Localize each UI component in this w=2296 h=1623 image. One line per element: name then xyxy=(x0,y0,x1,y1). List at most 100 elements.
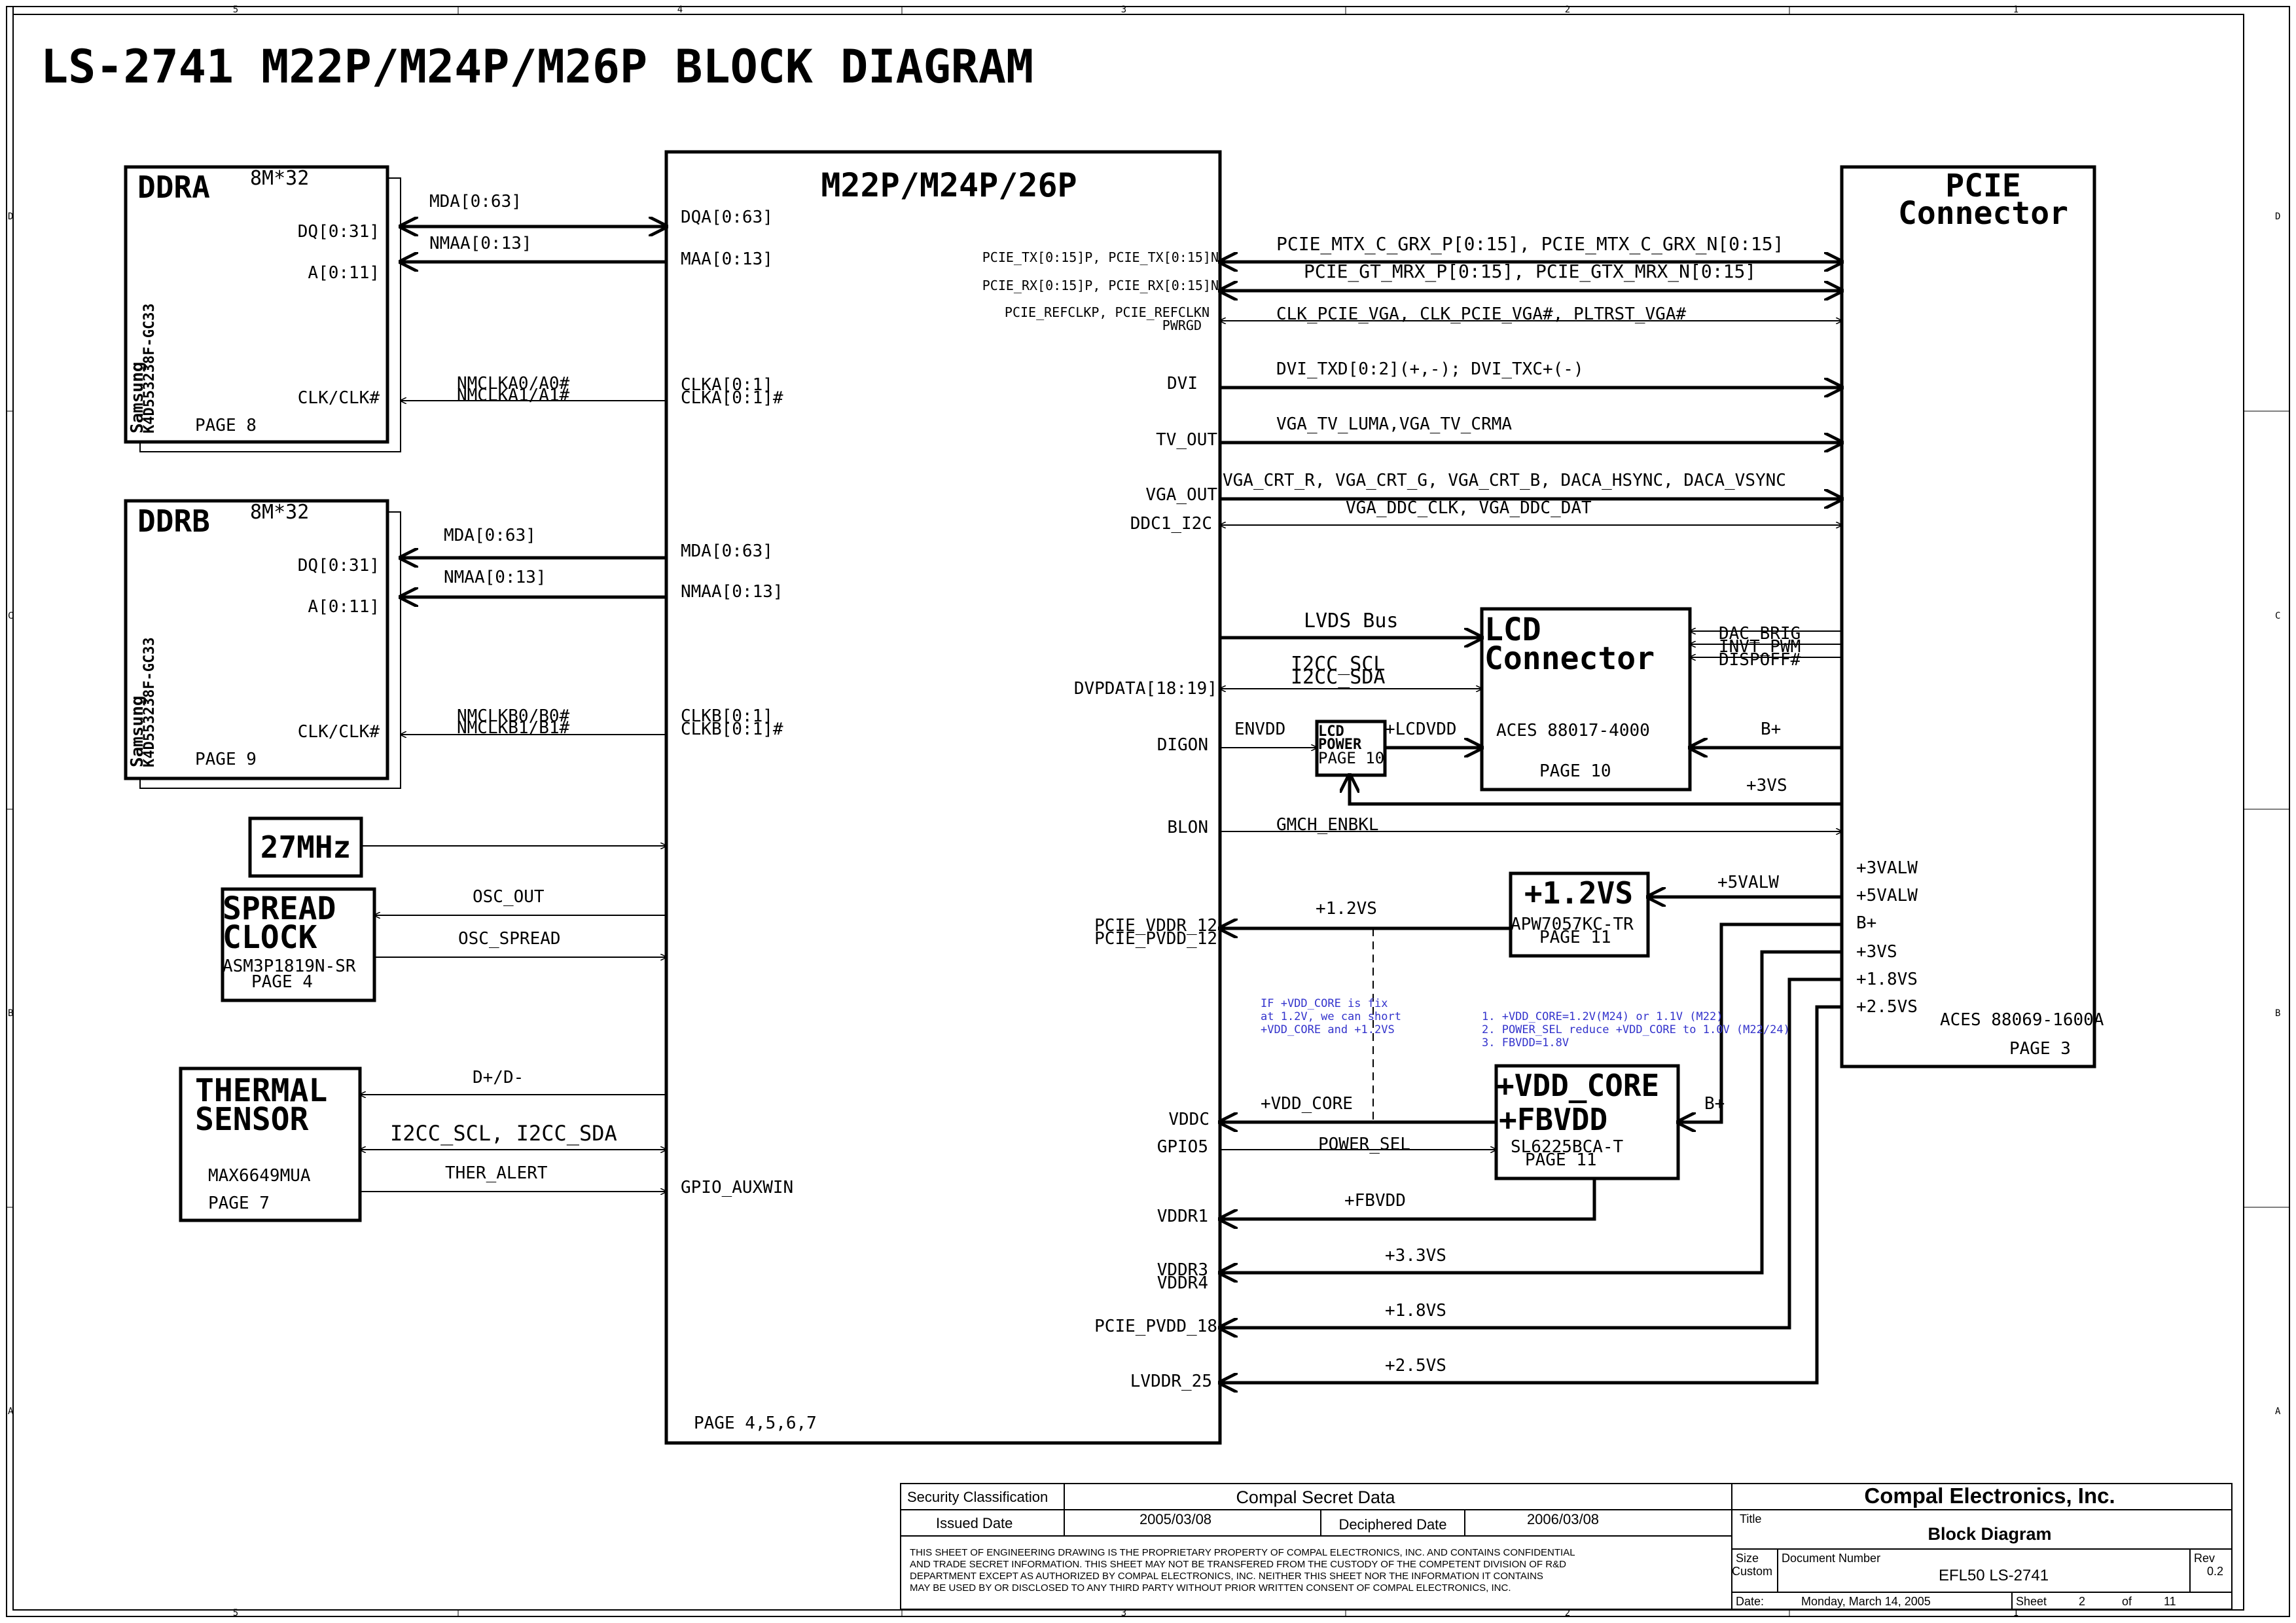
tb-disclaimer-3: DEPARTMENT EXCEPT AS AUTHORIZED BY COMPA… xyxy=(910,1571,1543,1582)
sig-i2cc: I2CC_SCL, I2CC_SDA xyxy=(390,1121,617,1146)
ddrb-page: PAGE 9 xyxy=(195,750,257,769)
tb-docnum-label: Document Number xyxy=(1782,1552,1880,1565)
tb-date-value: Monday, March 14, 2005 xyxy=(1801,1595,1931,1608)
pcie-conn-name-1: PCIE xyxy=(1945,168,2021,204)
gpu-pin-dqa: DQA[0:63] xyxy=(681,208,773,227)
vddcore-name-2: +FBVDD xyxy=(1499,1102,1607,1137)
lcd-conn-page: PAGE 10 xyxy=(1539,761,1611,781)
tb-disclaimer-1: THIS SHEET OF ENGINEERING DRAWING IS THE… xyxy=(910,1547,1575,1558)
labels-memory: MDA[0:63] NMAA[0:13] NMCLKA0/A0# NMCLKA1… xyxy=(390,192,617,1183)
gpu-pin-lvddr25: LVDDR_25 xyxy=(1130,1372,1212,1391)
lcd-power-page: PAGE 10 xyxy=(1318,749,1384,767)
gpu-pin-clkb1: CLKB[0:1] xyxy=(681,706,773,726)
pcie-conn-part: ACES 88069-1600A xyxy=(1940,1010,2104,1030)
gpu-pin-digon: DIGON xyxy=(1157,735,1208,755)
crystal-label: 27MHz xyxy=(260,830,351,865)
gpu-pin-pcie-vddr12: PCIE_VDDR_12 xyxy=(1094,916,1217,936)
sig-lcdvdd: +LCDVDD xyxy=(1385,720,1457,739)
tb-deciphered-value: 2006/03/08 xyxy=(1527,1511,1599,1527)
sig-3vs-lcd: +3VS xyxy=(1746,776,1787,795)
page-title: LS-2741 M22P/M24P/M26P BLOCK DIAGRAM xyxy=(41,40,1033,94)
design-notes: IF +VDD_CORE is fix at 1.2V, we can shor… xyxy=(1261,997,1790,1049)
sig-vga-crt: VGA_CRT_R, VGA_CRT_G, VGA_CRT_B, DACA_HS… xyxy=(1223,471,1786,490)
tb-security-label: Security Classification xyxy=(907,1489,1048,1505)
sig-pcie-gt: PCIE_GT_MRX_P[0:15], PCIE_GTX_MRX_N[0:15… xyxy=(1304,261,1756,283)
tb-docnum-value: EFL50 LS-2741 xyxy=(1939,1567,2049,1584)
sig-bplus-lcd: B+ xyxy=(1761,720,1781,739)
border-top-3: 3 xyxy=(1121,5,1126,15)
tb-size-value: Custom xyxy=(1732,1565,1772,1578)
vddcore-name-1: +VDD_CORE xyxy=(1496,1068,1659,1103)
ddrb-pin-dq: DQ[0:31] xyxy=(298,556,380,575)
vddcore-block: +VDD_CORE +FBVDD SL6225BCA-T PAGE 11 xyxy=(1494,1064,1680,1180)
sig-33vs: +3.3VS xyxy=(1385,1246,1446,1266)
note-left-3: +VDD_CORE and +1.2VS xyxy=(1261,1023,1395,1036)
ddra-pin-clk: CLK/CLK# xyxy=(298,388,380,408)
gpu-pin-pwrgd: PWRGD xyxy=(1162,318,1202,333)
lcd-conn-name-1: LCD xyxy=(1484,611,1541,648)
wire-3vs-lcd xyxy=(1350,775,1842,806)
sig-osc-out: OSC_OUT xyxy=(473,887,545,907)
tb-company: Compal Electronics, Inc. xyxy=(1864,1484,2115,1508)
thermal-name-2: SENSOR xyxy=(195,1101,308,1138)
wires-power xyxy=(1220,897,1842,1383)
sig-nmclkb0: NMCLKB0/B0# xyxy=(457,706,570,726)
sig-gmch-enbkl: GMCH_ENBKL xyxy=(1276,815,1379,835)
gpu-page: PAGE 4,5,6,7 xyxy=(694,1413,817,1433)
spread-clock-block: SPREAD CLOCK ASM3P1819N-SR PAGE 4 xyxy=(221,887,376,1002)
tb-size-label: Size xyxy=(1736,1552,1759,1565)
ddra-page: PAGE 8 xyxy=(195,416,257,435)
sig-mda-b: MDA[0:63] xyxy=(444,526,536,545)
gpu-pin-vddr1: VDDR1 xyxy=(1157,1207,1208,1226)
vddcore-page: PAGE 11 xyxy=(1525,1150,1597,1170)
border-top-4: 4 xyxy=(677,5,683,15)
ddrb-vendor: Samsung xyxy=(128,695,147,767)
tb-security-value: Compal Secret Data xyxy=(1236,1487,1395,1507)
sig-power-sel: POWER_SEL xyxy=(1318,1135,1410,1154)
sig-dac-brig: DAC_BRIG xyxy=(1719,624,1801,644)
sig-12vs: +1.2VS xyxy=(1316,899,1377,919)
border-left-B: B xyxy=(8,1008,13,1019)
gpu-pin-pcie-tx: PCIE_TX[0:15]P, PCIE_TX[0:15]N xyxy=(982,249,1219,265)
border-bottom-2: 2 xyxy=(1565,1608,1570,1618)
border-top-2: 2 xyxy=(1565,5,1570,15)
wires-display-pcie xyxy=(1220,262,1842,831)
tb-issued-value: 2005/03/08 xyxy=(1139,1511,1211,1527)
tb-date-label: Date: xyxy=(1736,1595,1764,1608)
note-right-1: 1. +VDD_CORE=1.2V(M24) or 1.1V (M22) xyxy=(1482,1010,1723,1023)
sig-bplus-core: B+ xyxy=(1704,1094,1725,1114)
gpu-name: M22P/M24P/26P xyxy=(821,166,1077,204)
ddra-part: K4D553238F-GC33 xyxy=(141,303,158,433)
gpu-pin-vga-out: VGA_OUT xyxy=(1145,485,1217,505)
pcie-rail-25vs: +2.5VS xyxy=(1856,997,1918,1017)
sig-i2cc-scl: I2CC_SCL xyxy=(1291,653,1386,676)
border-right-C: C xyxy=(2275,611,2280,621)
wire-25vs xyxy=(1220,1005,1842,1383)
gpu-pin-dvi: DVI xyxy=(1167,374,1198,393)
sig-envdd: ENVDD xyxy=(1234,720,1285,739)
sig-25vs: +2.5VS xyxy=(1385,1356,1446,1376)
gpu-pin-pcie-rx: PCIE_RX[0:15]P, PCIE_RX[0:15]N xyxy=(982,278,1219,293)
border-left-A: A xyxy=(8,1406,14,1417)
sig-i2cc-sda: I2CC_SDA xyxy=(1291,666,1386,689)
tb-sheet-value: 2 xyxy=(2079,1595,2085,1608)
crystal-block: 27MHz xyxy=(248,816,363,878)
ddrb-block: DDRB 8M*32 DQ[0:31] A[0:11] CLK/CLK# PAG… xyxy=(124,499,401,789)
vddcore-part: SL6225BCA-T xyxy=(1511,1137,1624,1157)
ddra-name: DDRA xyxy=(137,170,210,205)
gpu-pin-dvpdata: DVPDATA[18:19] xyxy=(1074,679,1217,699)
tb-rev-value: 0.2 xyxy=(2207,1565,2223,1578)
sig-nmclkb1: NMCLKB1/B1# xyxy=(457,718,570,738)
pcie-rail-18vs: +1.8VS xyxy=(1856,970,1918,989)
sig-dplus: D+/D- xyxy=(473,1068,524,1087)
sig-nmclka1: NMCLKA1/A1# xyxy=(457,386,570,405)
gpu-pin-vddr3: VDDR3 xyxy=(1157,1260,1208,1280)
gpu-pin-gpio5: GPIO5 xyxy=(1157,1137,1208,1157)
tb-issued-label: Issued Date xyxy=(936,1515,1013,1531)
tb-disclaimer-2: AND TRADE SECRET INFORMATION. THIS SHEET… xyxy=(910,1559,1566,1570)
border-right-D: D xyxy=(2275,211,2280,222)
spread-name-1: SPREAD xyxy=(223,890,336,927)
labels-power: +1.2VS +5VALW +VDD_CORE POWER_SEL B+ +FB… xyxy=(1261,873,1779,1376)
wire-33vs xyxy=(1220,950,1842,1273)
